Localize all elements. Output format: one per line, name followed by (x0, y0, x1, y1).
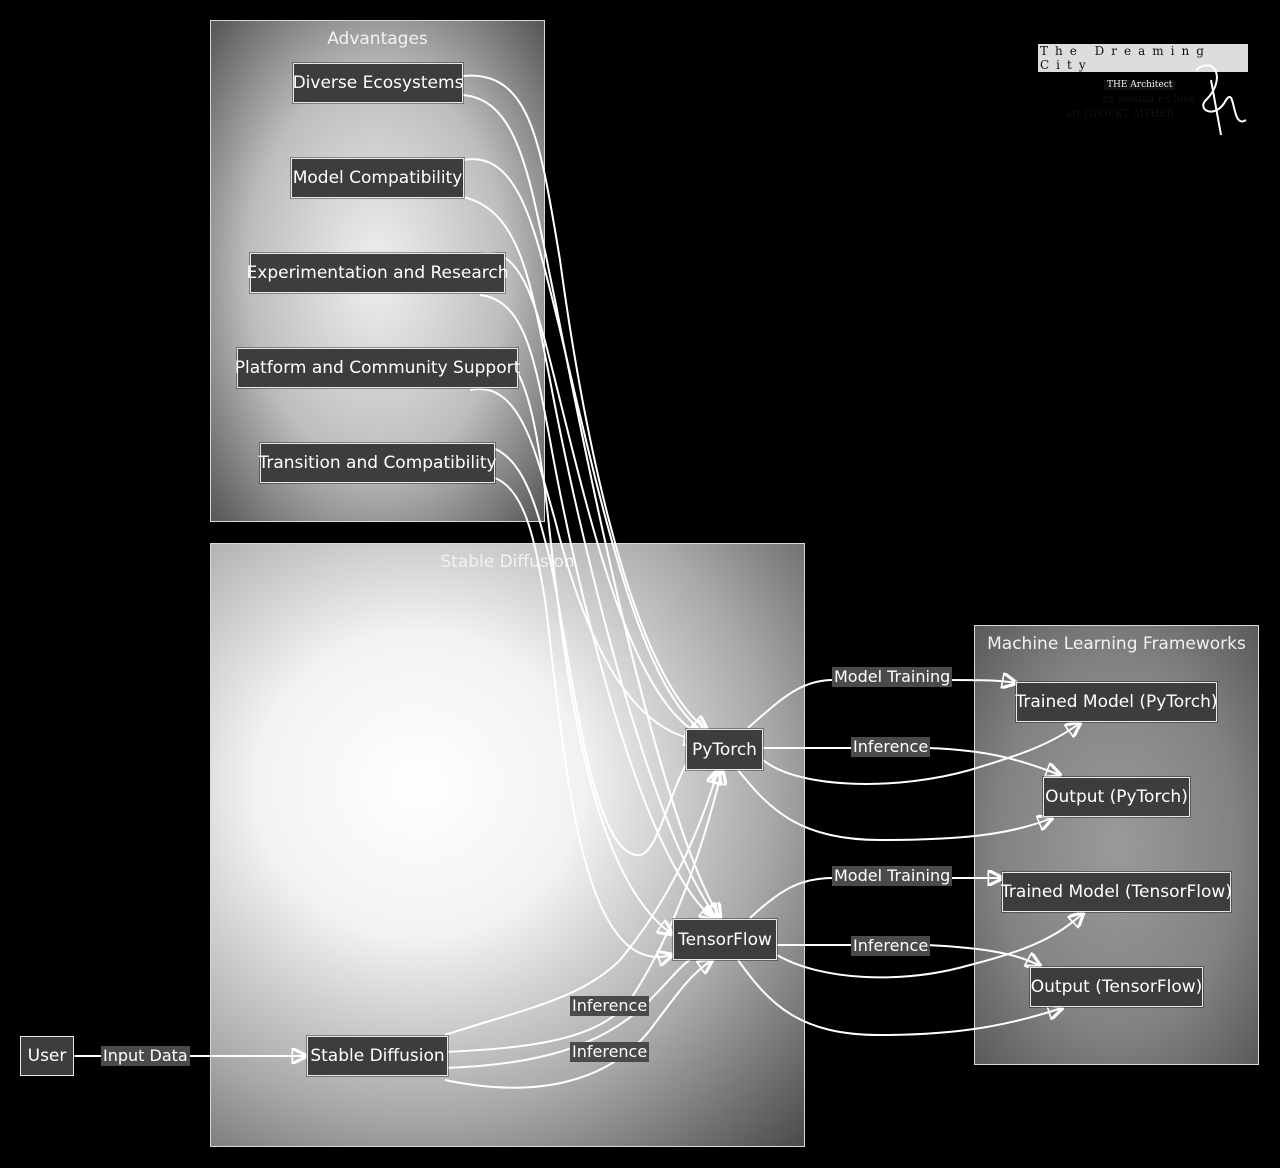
edge-label-inference-tensorflow: Inference (851, 936, 931, 956)
logo-line-3: Ex somnia Ex luce (1102, 94, 1195, 105)
node-stable-diffusion[interactable]: Stable Diffusion (307, 1036, 448, 1076)
node-diverse-ecosystems[interactable]: Diverse Ecosystems (293, 63, 463, 103)
edge-tensorflow-output-2 (737, 959, 1062, 1037)
node-user[interactable]: User (20, 1036, 74, 1076)
signature-icon (1195, 64, 1247, 136)
edge-tensorflow-trained-2 (776, 913, 1083, 979)
edge-label-inference-sd-pytorch: Inference (570, 996, 650, 1016)
node-experimentation-research[interactable]: Experimentation and Research (247, 253, 509, 293)
cluster-advantages-title: Advantages (327, 29, 428, 49)
cluster-stable-diffusion-title: Stable Diffusion (440, 552, 575, 572)
node-model-compatibility[interactable]: Model Compatibility (291, 158, 464, 198)
edge-diverse-tensorflow (462, 94, 720, 918)
edge-platform-tensorflow (494, 349, 672, 934)
edge-compat-tensorflow (462, 196, 717, 918)
edge-label-inference-pytorch: Inference (851, 737, 931, 757)
edge-pytorch-trained-1 (747, 680, 1016, 729)
edge-sd-tensorflow-2 (444, 960, 712, 1089)
node-output-tensorflow[interactable]: Output (TensorFlow) (1030, 967, 1203, 1007)
edge-pytorch-trained-2 (762, 723, 1080, 785)
node-tensorflow[interactable]: TensorFlow (673, 919, 777, 960)
edge-diverse-pytorch (462, 74, 707, 730)
logo-line-2: THE Architect (1104, 80, 1176, 90)
edge-label-inference-sd-tensorflow: Inference (570, 1042, 650, 1062)
cluster-frameworks-title: Machine Learning Frameworks (987, 634, 1246, 654)
edge-experiment-tensorflow (479, 294, 714, 919)
edge-pytorch-output-2 (737, 769, 1052, 842)
node-output-pytorch[interactable]: Output (PyTorch) (1043, 777, 1190, 817)
edge-pytorch-output-1 (763, 747, 1060, 775)
node-transition-compatibility[interactable]: Transition and Compatibility (258, 443, 497, 483)
edge-sd-pytorch-1 (444, 770, 718, 1036)
logo-line-4: art ПРОЕКТ AITHER (1066, 109, 1174, 120)
node-pytorch[interactable]: PyTorch (686, 729, 763, 770)
node-trained-model-tensorflow[interactable]: Trained Model (TensorFlow) (1001, 872, 1232, 912)
node-platform-community-support[interactable]: Platform and Community Support (235, 348, 520, 388)
edge-label-model-training-tensorflow: Model Training (832, 866, 953, 886)
edge-label-model-training-pytorch: Model Training (832, 667, 953, 687)
node-trained-model-pytorch[interactable]: Trained Model (PyTorch) (1015, 682, 1218, 722)
edge-tensorflow-output-1 (777, 944, 1040, 966)
edge-transition-pytorch (469, 443, 700, 857)
dreaming-city-logo: The Dreaming City THE Architect Ex somni… (1036, 44, 1248, 144)
edge-transition-tensorflow (494, 477, 672, 957)
edge-experiment-pytorch (474, 251, 702, 736)
edge-label-input-data: Input Data (101, 1046, 190, 1066)
